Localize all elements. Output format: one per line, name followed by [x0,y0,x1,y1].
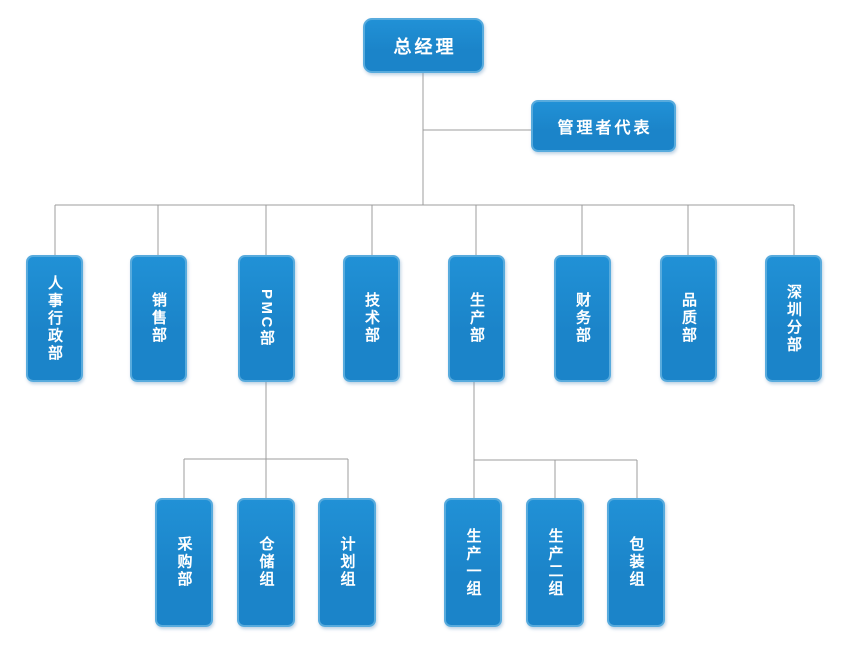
org-node-production-group-1: 生产一组 [444,498,502,627]
org-node-pmc-dept: PMC部 [238,255,295,382]
org-node-quality-dept: 品质部 [660,255,717,382]
org-node-planning-group: 计划组 [318,498,376,627]
org-node-warehouse-group: 仓储组 [237,498,295,627]
org-node-packing-group: 包装组 [607,498,665,627]
org-node-general-manager: 总经理 [363,18,484,73]
org-node-purchasing-dept: 采购部 [155,498,213,627]
org-node-finance-dept: 财务部 [554,255,611,382]
org-node-production-group-2: 生产二组 [526,498,584,627]
org-node-technology-dept: 技术部 [343,255,400,382]
org-node-shenzhen-branch: 深圳分部 [765,255,822,382]
org-node-management-representative: 管理者代表 [531,100,676,152]
org-node-production-dept: 生产部 [448,255,505,382]
org-node-hr-admin-dept: 人事行政部 [26,255,83,382]
org-node-sales-dept: 销售部 [130,255,187,382]
